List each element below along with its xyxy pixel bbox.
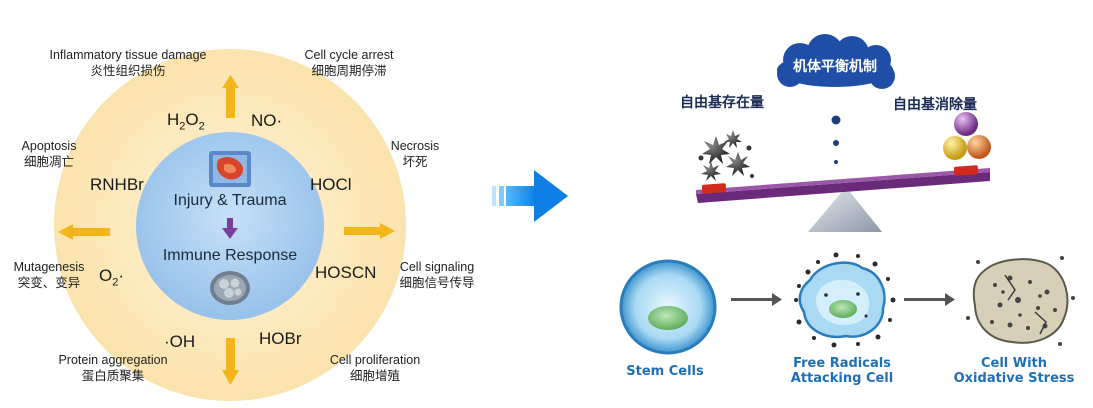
label-en: Apoptosis <box>21 139 77 153</box>
chem-rnhbr: RNHBr <box>90 175 144 194</box>
chem-o2: O2· <box>99 266 125 289</box>
label-radical-amount: 自由基存在量 <box>680 95 764 111</box>
center-immune-response: Immune Response <box>162 247 298 264</box>
label-cn: 细胞周期停滞 <box>311 64 387 78</box>
stem-cell-image <box>619 259 717 355</box>
label-cell-cycle: Cell cycle arrest 细胞周期停滞 <box>284 47 414 79</box>
label-cn: 炎性组织损伤 <box>90 64 166 78</box>
attacked-cell-image <box>794 252 896 348</box>
ball-gold <box>943 136 967 160</box>
dot-large <box>831 115 841 125</box>
radical-dot <box>746 145 752 151</box>
dot-small <box>834 160 838 164</box>
label-cell-signaling: Cell signaling 细胞信号传导 <box>382 259 492 291</box>
label-cn: 突变、变异 <box>17 276 81 290</box>
label-cell-proliferation: Cell proliferation 细胞增殖 <box>310 352 440 384</box>
label-protein-aggregation: Protein aggregation 蛋白质聚集 <box>38 352 188 384</box>
caption-stem-cells: Stem Cells <box>610 364 720 379</box>
label-apoptosis: Apoptosis 细胞凋亡 <box>4 138 94 170</box>
radical-dot <box>750 174 754 178</box>
yellow-arrow-down <box>222 338 239 385</box>
ball-purple <box>954 112 978 136</box>
label-en: Inflammatory tissue damage <box>49 48 207 62</box>
chem-h2o2: H2O2 <box>167 110 205 133</box>
label-radical-elimination: 自由基消除量 <box>893 97 977 113</box>
yellow-arrow-left <box>58 224 110 240</box>
label-cn: 蛋白质聚集 <box>81 369 145 383</box>
caption-free-radicals: Free Radicals Attacking Cell <box>775 356 909 386</box>
label-en: Protein aggregation <box>58 353 168 367</box>
label-necrosis: Necrosis 坏死 <box>375 138 455 170</box>
dot-mid <box>833 140 839 146</box>
label-cn: 细胞凋亡 <box>23 155 74 169</box>
red-block-right <box>953 165 979 176</box>
yellow-arrow-up <box>222 75 239 118</box>
radical-spikes <box>701 130 750 181</box>
caption-line1: Cell With <box>980 356 1048 371</box>
radical-dot <box>698 155 704 161</box>
gray-arrow-1 <box>731 293 782 306</box>
chem-hobr: HOBr <box>259 329 302 348</box>
seesaw-bar-top <box>696 168 990 194</box>
label-en: Cell signaling <box>399 260 475 274</box>
yellow-arrow-right <box>344 223 395 239</box>
caption-oxidative-stress: Cell With Oxidative Stress <box>946 356 1082 386</box>
label-cn: 坏死 <box>402 155 428 169</box>
ball-orange <box>967 135 991 159</box>
injury-image <box>209 151 251 187</box>
caption-line1: Stem Cells <box>626 364 704 379</box>
immune-cell-image <box>210 271 250 305</box>
chem-hoscn: HOSCN <box>315 263 377 282</box>
caption-line1: Free Radicals <box>793 356 891 371</box>
label-mutagenesis: Mutagenesis 突变、变异 <box>0 259 98 291</box>
cloud-shape <box>777 34 895 89</box>
red-block-left <box>701 183 727 194</box>
label-en: Mutagenesis <box>13 260 85 274</box>
gray-arrow-2 <box>904 293 955 306</box>
chem-no: NO· <box>251 111 283 130</box>
purple-down-arrow <box>222 218 238 239</box>
label-en: Necrosis <box>390 139 440 153</box>
seesaw-fulcrum <box>808 187 882 232</box>
cloud-title: 机体平衡机制 <box>793 59 877 75</box>
big-right-arrow <box>492 170 568 222</box>
label-cn: 细胞增殖 <box>349 369 400 383</box>
caption-line2: Attacking Cell <box>790 371 894 386</box>
label-en: Cell cycle arrest <box>304 48 394 62</box>
label-en: Cell proliferation <box>329 353 421 367</box>
seesaw-bar <box>696 172 990 203</box>
caption-line2: Oxidative Stress <box>953 371 1075 386</box>
oxidative-cell-image <box>966 256 1075 346</box>
label-inflammatory: Inflammatory tissue damage 炎性组织损伤 <box>28 47 228 79</box>
chem-hocl: HOCl <box>310 175 352 194</box>
center-injury-trauma: Injury & Trauma <box>173 192 287 209</box>
chem-oh: ·OH <box>164 332 196 351</box>
label-cn: 细胞信号传导 <box>399 276 475 290</box>
